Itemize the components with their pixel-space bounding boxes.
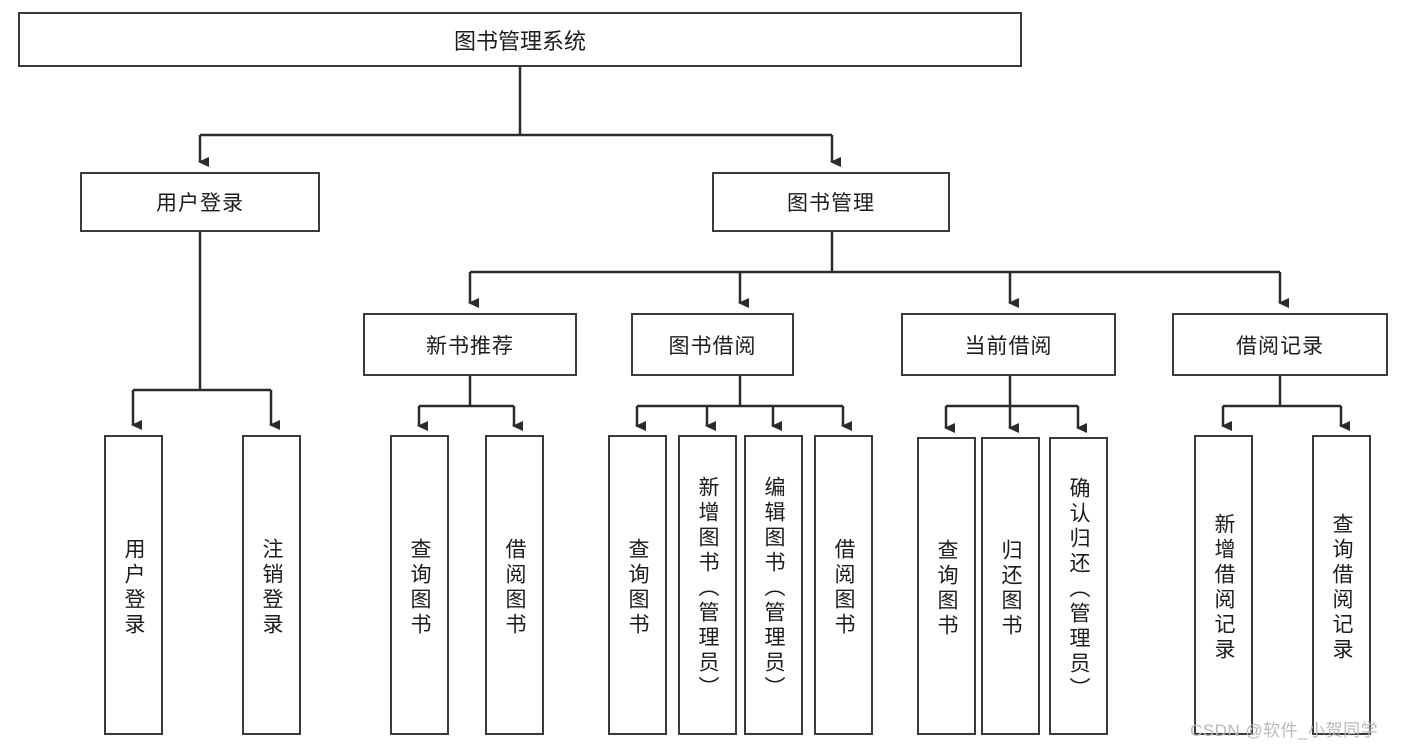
leaf-label: 归还图书 [999,539,1023,639]
leaf-label: 查询图书 [626,538,650,638]
leaf-current-borrow-query[interactable]: 查询图书 [917,437,976,735]
node-book-management-label: 图书管理 [787,192,875,215]
node-borrow-record[interactable]: 借阅记录 [1172,313,1388,376]
leaf-label: 借阅图书 [503,538,527,638]
node-user-login[interactable]: 用户登录 [80,172,320,232]
node-borrow-record-label: 借阅记录 [1236,334,1324,358]
node-new-book-recommend-label: 新书推荐 [426,334,514,358]
node-root-label: 图书管理系统 [453,28,586,54]
node-current-borrow[interactable]: 当前借阅 [901,313,1116,376]
leaf-label: 编辑图书（管理员） [762,475,786,701]
leaf-book-borrow-add[interactable]: 新增图书（管理员） [678,435,737,735]
leaf-book-borrow-query[interactable]: 查询图书 [608,435,667,735]
leaf-label: 注销登录 [260,538,284,638]
node-current-borrow-label: 当前借阅 [964,334,1053,358]
leaf-new-book-query[interactable]: 查询图书 [390,435,449,735]
leaf-label: 确认归还（管理员） [1067,476,1091,702]
leaf-label: 新增图书（管理员） [696,475,720,701]
node-new-book-recommend[interactable]: 新书推荐 [363,313,577,376]
leaf-book-borrow-borrow[interactable]: 借阅图书 [814,435,873,735]
node-user-login-label: 用户登录 [156,192,244,215]
leaf-book-borrow-edit[interactable]: 编辑图书（管理员） [744,435,803,735]
leaf-label: 用户登录 [122,538,146,638]
leaf-current-borrow-confirm-return[interactable]: 确认归还（管理员） [1049,437,1108,735]
leaf-new-book-borrow[interactable]: 借阅图书 [485,435,544,735]
leaf-label: 新增借阅记录 [1212,513,1236,663]
leaf-label: 查询借阅记录 [1330,513,1354,663]
leaf-label: 查询图书 [935,539,959,639]
node-book-borrow[interactable]: 图书借阅 [631,313,794,376]
node-book-management[interactable]: 图书管理 [712,172,950,232]
leaf-borrow-record-query[interactable]: 查询借阅记录 [1312,435,1371,735]
node-book-borrow-label: 图书借阅 [668,334,757,358]
node-root[interactable]: 图书管理系统 [18,12,1022,67]
leaf-label: 查询图书 [408,538,432,638]
watermark: CSDN @软件_小贺同学 [1190,721,1379,740]
leaf-user-login-login[interactable]: 用户登录 [104,435,163,735]
leaf-borrow-record-add[interactable]: 新增借阅记录 [1194,435,1253,735]
leaf-label: 借阅图书 [832,538,856,638]
leaf-user-login-logout[interactable]: 注销登录 [242,435,301,735]
leaf-current-borrow-return[interactable]: 归还图书 [981,437,1040,735]
